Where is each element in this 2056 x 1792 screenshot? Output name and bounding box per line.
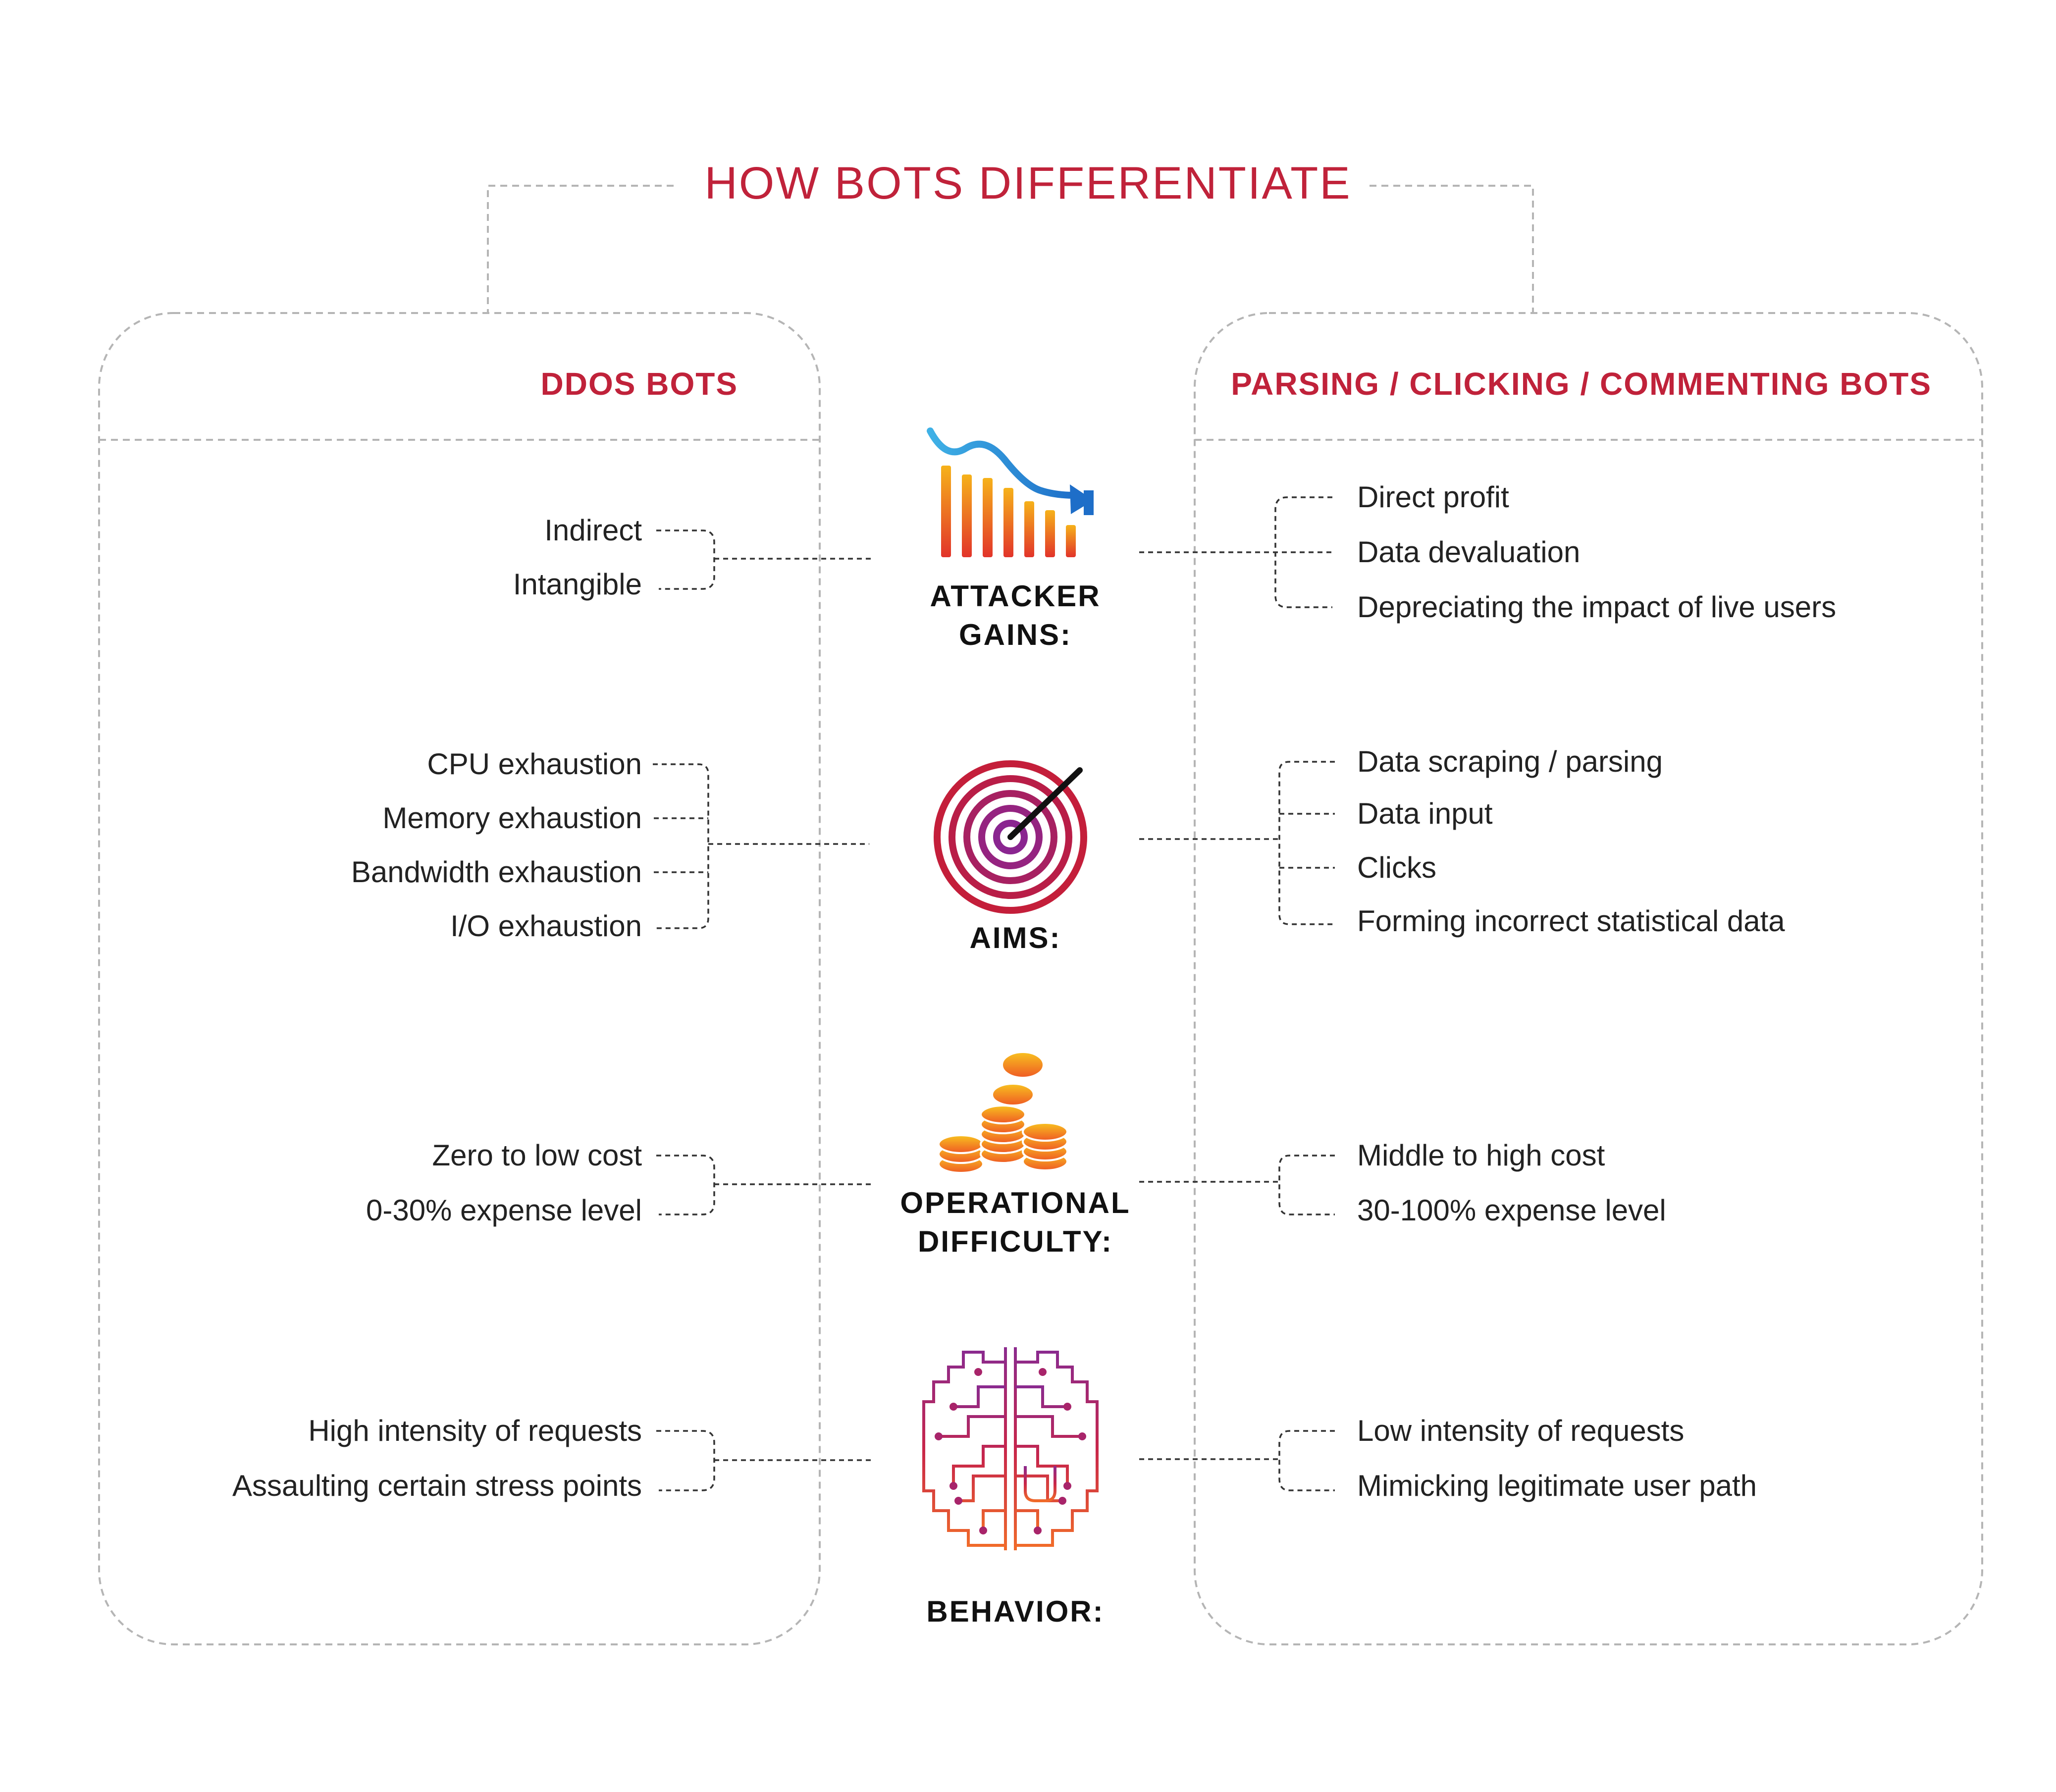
title-bracket-left: [487, 185, 674, 313]
right-item: Mimicking legitimate user path: [1357, 1469, 1757, 1502]
brace-right-difficulty: [1278, 1155, 1335, 1215]
right-item: Direct profit: [1357, 480, 1509, 514]
brace-left-difficulty: [656, 1155, 715, 1215]
row-label-operational-difficulty: OPERATIONAL DIFFICULTY:: [900, 1186, 1131, 1258]
row-label-behavior: BEHAVIOR:: [926, 1595, 1105, 1628]
left-item: Intangible: [513, 568, 642, 601]
right-item: Clicks: [1357, 851, 1436, 884]
declining-bar-chart-icon: [927, 427, 1094, 557]
ddos-panel: [98, 312, 821, 1645]
right-item: Data devaluation: [1357, 535, 1581, 569]
left-item: High intensity of requests: [308, 1414, 642, 1447]
left-item: I/O exhaustion: [450, 909, 642, 943]
left-item: CPU exhaustion: [427, 747, 642, 781]
right-item: 30-100% expense level: [1357, 1194, 1666, 1227]
right-item: Forming incorrect statistical data: [1357, 904, 1785, 938]
title-bracket-right: [1370, 185, 1534, 313]
circuit-brain-icon: [922, 1347, 1099, 1550]
parsing-panel: [1194, 312, 1983, 1645]
right-item: Data input: [1357, 797, 1493, 830]
coin-stacks-icon: [938, 1051, 1068, 1174]
right-item: Low intensity of requests: [1357, 1414, 1685, 1447]
brace-right-aims: [1278, 761, 1335, 925]
brace-right-behavior: [1278, 1430, 1335, 1491]
right-item: Middle to high cost: [1357, 1139, 1605, 1172]
right-item: Data scraping / parsing: [1357, 745, 1663, 778]
brace-left-behavior: [656, 1430, 715, 1491]
left-item: Bandwidth exhaustion: [351, 855, 642, 889]
parsing-bots-header: PARSING / CLICKING / COMMENTING BOTS: [1231, 366, 1932, 402]
brace-left-gains: [656, 529, 715, 590]
row-label-aims: AIMS:: [969, 921, 1061, 954]
page-title: HOW BOTS DIFFERENTIATE: [704, 158, 1352, 209]
right-item: Depreciating the impact of live users: [1357, 590, 1837, 624]
row-label-attacker-gains: ATTACKER GAINS:: [930, 580, 1101, 651]
left-item: Indirect: [544, 514, 642, 547]
target-icon: [934, 760, 1087, 914]
left-item: 0-30% expense level: [366, 1194, 642, 1227]
left-item: Assaulting certain stress points: [232, 1469, 642, 1502]
ddos-bots-header: DDOS BOTS: [540, 366, 738, 402]
brace-left-aims: [653, 763, 709, 929]
left-item: Zero to low cost: [432, 1139, 642, 1172]
left-item: Memory exhaustion: [382, 801, 642, 835]
